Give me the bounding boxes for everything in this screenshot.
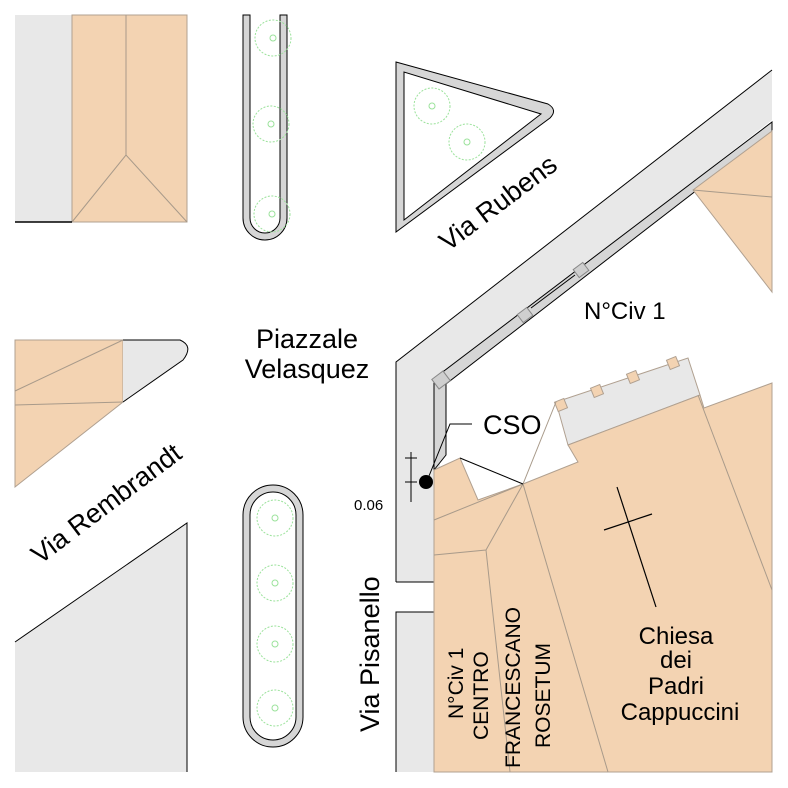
tree-icon <box>252 105 290 143</box>
roof-hip <box>71 154 188 223</box>
building-label-francescano: FRANCESCANO <box>502 607 525 768</box>
building-top-left <box>71 14 188 223</box>
roof-line <box>433 401 557 556</box>
curb-line-lower <box>395 611 434 772</box>
median-curb-top <box>242 14 288 241</box>
building-left <box>14 339 124 489</box>
block-top-left <box>15 14 188 223</box>
tree-icon <box>254 19 292 57</box>
column <box>625 369 641 385</box>
street-label-via-rubens: Via Rubens <box>434 149 563 257</box>
island-curb <box>395 61 554 233</box>
tree-icon <box>256 564 294 602</box>
gate-line <box>530 274 576 309</box>
sidewalk-bottom-left <box>15 523 187 772</box>
church-label-line4: Cappuccini <box>621 699 740 726</box>
place-label-piazzale: Piazzale <box>256 324 358 354</box>
sidewalk-left-corner <box>123 340 188 402</box>
block-left <box>14 339 189 772</box>
sidewalk-top-left <box>15 15 72 222</box>
median-inner <box>249 491 297 741</box>
tree-icon <box>253 195 291 233</box>
median-top <box>242 14 292 241</box>
building-label-rosetum: ROSETUM <box>532 643 555 748</box>
triangle-island <box>395 61 554 233</box>
roof-line <box>485 549 511 773</box>
cross-icon <box>603 486 657 608</box>
column <box>553 397 569 413</box>
building-label-civ: N°Civ 1 <box>445 648 468 719</box>
column <box>665 355 681 371</box>
tree-icon <box>448 123 486 161</box>
cso-leader <box>428 423 472 477</box>
curb-line <box>122 339 189 403</box>
roof-line <box>692 189 773 198</box>
wall-pillar <box>572 261 590 279</box>
building-complex <box>433 355 773 773</box>
church-label-line1: Chiesa <box>639 623 714 650</box>
roof-line <box>522 483 609 773</box>
wall-pillar <box>516 306 534 324</box>
column <box>589 383 605 399</box>
building-top-right <box>692 130 773 294</box>
tree-icon <box>256 625 294 663</box>
church-building <box>433 382 773 773</box>
curb-line <box>14 522 188 772</box>
building-corner <box>692 130 773 294</box>
civic-number-label: N°Civ 1 <box>584 298 666 325</box>
dimension-label: 0.06 <box>354 497 383 514</box>
roof-line <box>697 394 773 591</box>
cso-point-icon[interactable] <box>419 475 433 489</box>
roof-line <box>14 339 124 392</box>
curb-line <box>395 69 773 582</box>
cso-label: CSO <box>483 410 542 440</box>
tree-icon <box>256 689 294 727</box>
wall-pillar <box>431 370 451 390</box>
cso-marker[interactable] <box>405 423 472 502</box>
median-bottom <box>242 484 304 748</box>
boundary-line <box>459 457 524 485</box>
building-label-centro: CENTRO <box>470 651 493 740</box>
street-label-via-pisanello: Via Pisanello <box>355 576 385 732</box>
roof-line <box>14 401 124 406</box>
tree-icon <box>256 499 294 537</box>
tree-icon <box>413 87 451 125</box>
church-label-line2: dei <box>660 647 692 674</box>
place-label-velasquez: Velasquez <box>245 354 370 384</box>
church-label-line3: Padri <box>648 673 704 700</box>
roof-line <box>433 483 524 521</box>
sidewalk-pisanello <box>396 612 434 772</box>
